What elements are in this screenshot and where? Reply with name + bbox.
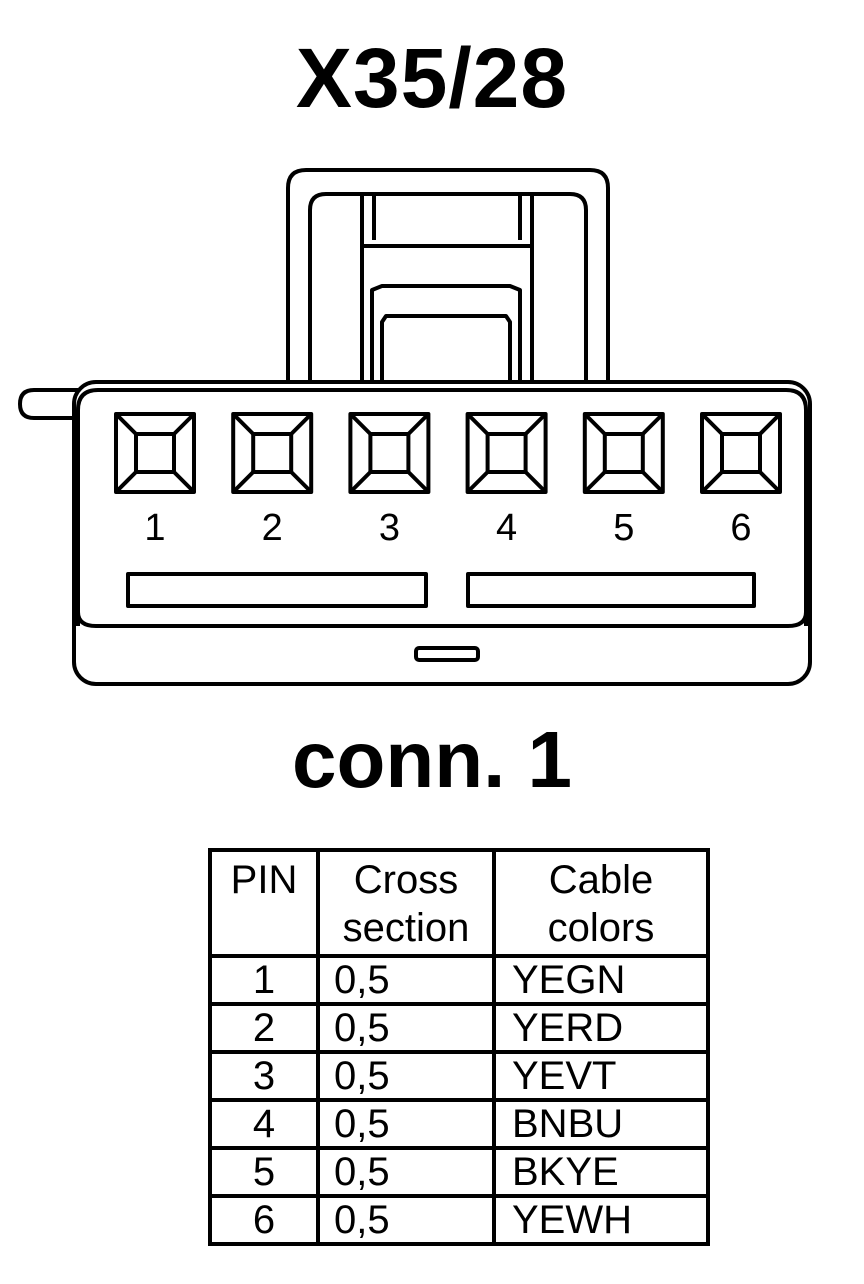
cable-color-cell: YERD <box>492 1002 710 1054</box>
pin-terminal-2 <box>231 412 314 494</box>
pin-terminal-4 <box>465 412 548 494</box>
cable-color-cell: BKYE <box>492 1146 710 1198</box>
housing-inner <box>76 388 808 626</box>
pin-number-cell: 2 <box>208 1002 320 1054</box>
header-pin: PIN <box>208 848 320 958</box>
pin-number-cell: 5 <box>208 1146 320 1198</box>
cable-color-cell: YEVT <box>492 1050 710 1102</box>
pin-terminal-5 <box>582 412 665 494</box>
pin-number-label: 5 <box>613 507 634 549</box>
connector-drawing: 1 2 3 4 5 6 <box>18 168 812 686</box>
pin-table: PIN Cross section Cable colors 1 0,5 YEG… <box>208 848 710 1246</box>
pin-terminals <box>114 412 782 494</box>
pin-number-label: 1 <box>144 507 165 549</box>
pin-number-label: 2 <box>262 507 283 549</box>
side-tab <box>18 388 78 420</box>
cross-section-cell: 0,5 <box>316 1002 496 1054</box>
table-row: 5 0,5 BKYE <box>208 1146 710 1198</box>
table-header-row: PIN Cross section Cable colors <box>208 848 710 958</box>
pin-terminal-1 <box>114 412 196 494</box>
cable-color-cell: YEWH <box>492 1194 710 1246</box>
cross-section-cell: 0,5 <box>316 1050 496 1102</box>
cable-color-cell: YEGN <box>492 954 710 1006</box>
pin-terminal-6 <box>700 412 782 494</box>
cross-section-cell: 0,5 <box>316 1098 496 1150</box>
pin-number-label: 3 <box>379 507 400 549</box>
pin-number-label: 4 <box>496 507 517 549</box>
pin-number-cell: 3 <box>208 1050 320 1102</box>
key-slot-left <box>126 572 428 608</box>
header-cross-section: Cross section <box>316 848 496 958</box>
key-slot-right <box>466 572 756 608</box>
table-row: 2 0,5 YERD <box>208 1002 710 1054</box>
table-row: 6 0,5 YEWH <box>208 1194 710 1246</box>
pin-terminal-3 <box>348 412 431 494</box>
connector-label: conn. 1 <box>291 715 573 804</box>
table-row: 3 0,5 YEVT <box>208 1050 710 1102</box>
latch-tab-inner <box>380 314 512 382</box>
cross-section-cell: 0,5 <box>316 1194 496 1246</box>
housing-outer <box>72 380 812 686</box>
pin-number-cell: 1 <box>208 954 320 1006</box>
connector-title: X35/28 <box>295 31 569 125</box>
pin-number-label: 6 <box>730 507 751 549</box>
latch-inner <box>308 192 588 382</box>
header-cable-colors: Cable colors <box>492 848 710 958</box>
pin-number-cell: 6 <box>208 1194 320 1246</box>
table-row: 1 0,5 YEGN <box>208 954 710 1006</box>
cross-section-cell: 0,5 <box>316 1146 496 1198</box>
table-row: 4 0,5 BNBU <box>208 1098 710 1150</box>
housing-step <box>76 611 808 628</box>
latch-tab <box>370 284 522 382</box>
bottom-notch <box>414 646 480 662</box>
cable-color-cell: BNBU <box>492 1098 710 1150</box>
pin-number-cell: 4 <box>208 1098 320 1150</box>
latch-outer <box>286 168 610 382</box>
cross-section-cell: 0,5 <box>316 954 496 1006</box>
